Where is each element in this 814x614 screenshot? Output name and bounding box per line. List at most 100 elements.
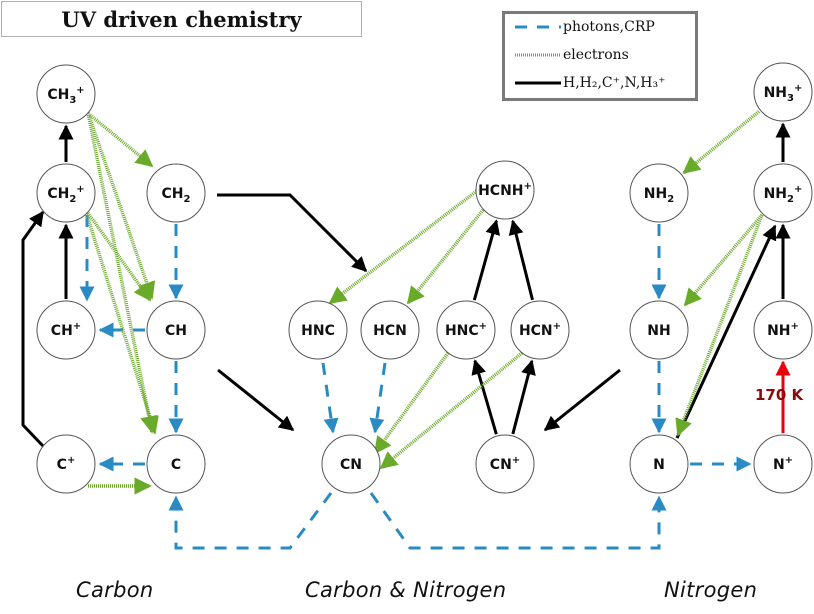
edge-dotted-hncp-to-cn	[373, 351, 450, 455]
formula-charge: +	[73, 321, 81, 332]
node-circle	[475, 160, 535, 220]
species-node-ch2: CH2	[146, 163, 206, 223]
legend: photons,CRP electrons H,H₂,C⁺,N,H₃⁺	[502, 11, 698, 101]
edge-dotted-nh2p-to-n	[675, 214, 764, 437]
species-node-ch: CH	[146, 300, 206, 360]
node-circle	[753, 434, 813, 494]
edge-dotted-ch2p-to-ch	[86, 211, 152, 302]
species-node-hnc: HNC	[288, 300, 348, 360]
node-label: CH	[165, 323, 187, 339]
node-label: CN	[340, 457, 362, 473]
legend-item-electrons: electrons	[515, 45, 629, 65]
node-label: NH2+	[764, 184, 803, 205]
node-label: CH2+	[47, 184, 84, 205]
formula-base: CH	[165, 323, 187, 339]
node-label: HNC	[301, 323, 335, 339]
species-node-cn: CN	[321, 434, 381, 494]
node-label: CH3+	[47, 85, 84, 106]
node-label: C+	[57, 455, 76, 473]
formula-base: CH	[47, 87, 69, 103]
formula-subscript: 2	[667, 194, 674, 205]
node-circle	[510, 300, 570, 360]
species-node-c: C	[146, 434, 206, 494]
species-node-nh3p: NH3+	[753, 62, 813, 122]
node-label: HCN	[373, 323, 407, 339]
legend-item-photons: photons,CRP	[515, 17, 655, 37]
species-node-n: N	[629, 434, 689, 494]
formula-charge: +	[524, 181, 532, 192]
formula-base: HCNH	[478, 183, 523, 199]
formula-base: C	[57, 457, 67, 473]
node-circle	[36, 300, 96, 360]
formula-base: NH	[767, 323, 790, 339]
node-circle	[146, 300, 206, 360]
node-circle	[629, 434, 689, 494]
edge-solid-cp-to-ch2p	[21, 210, 45, 448]
formula-subscript: 2	[69, 194, 76, 205]
node-circle	[475, 434, 535, 494]
species-node-ch3p: CH3+	[36, 64, 96, 124]
node-label: C	[171, 457, 181, 473]
node-circle	[36, 434, 96, 494]
node-circle	[629, 300, 689, 360]
edge-dotted-hcnhp-to-hcn	[406, 208, 485, 305]
node-label: HCNH+	[478, 181, 532, 199]
edge-dotted-ch2p-to-c	[85, 214, 159, 435]
node-circle	[629, 163, 689, 223]
node-label: NH	[647, 323, 670, 339]
node-label: NH2	[644, 186, 674, 205]
formula-base: NH	[764, 85, 787, 101]
edge-dotted-hcnhp-to-hnc	[328, 188, 480, 305]
edge-dashed-hnc-to-cn	[321, 362, 339, 434]
edge-solid-cnp-to-hcnp	[511, 359, 536, 435]
dotted-line-icon	[515, 53, 561, 57]
node-circle	[36, 163, 96, 223]
species-node-cp: C+	[36, 434, 96, 494]
species-node-ch2p: CH2+	[36, 163, 96, 223]
species-node-nh: NH	[629, 300, 689, 360]
node-circle	[36, 64, 96, 124]
node-circle	[436, 300, 496, 360]
node-circle	[753, 62, 813, 122]
edge-dotted-ch3p-to-c	[86, 112, 158, 434]
formula-subscript: 2	[184, 194, 191, 205]
region-label-nitrogen: Nitrogen	[664, 578, 758, 602]
formula-charge: +	[794, 184, 802, 195]
formula-charge: +	[76, 184, 84, 195]
solid-line-icon	[515, 81, 561, 85]
node-label: HCN+	[519, 321, 561, 339]
species-node-chp: CH+	[36, 300, 96, 360]
formula-base: CH	[47, 186, 69, 202]
node-circle	[288, 300, 348, 360]
node-circle	[321, 434, 381, 494]
legend-label-reactants: H,H₂,C⁺,N,H₃⁺	[563, 75, 666, 91]
formula-subscript: 2	[787, 194, 794, 205]
formula-base: N	[653, 457, 665, 473]
species-node-hcn: HCN	[360, 300, 420, 360]
formula-base: NH	[764, 186, 787, 202]
node-label: CH+	[51, 321, 81, 339]
edge-dashed-hcn-to-cn	[369, 362, 387, 434]
temperature-label: 170 K	[755, 386, 805, 404]
formula-subscript: 3	[69, 95, 76, 106]
node-circle	[753, 300, 813, 360]
edge-dotted-nh2p-to-nh	[683, 213, 764, 307]
formula-base: C	[171, 457, 181, 473]
species-node-hncp: HNC+	[436, 300, 496, 360]
formula-base: CH	[162, 186, 184, 202]
node-label: CN+	[490, 455, 520, 473]
edge-solid-hncp-to-hcnhp	[472, 219, 501, 301]
formula-subscript: 3	[787, 93, 794, 104]
node-circle	[146, 434, 206, 494]
dashed-line-icon	[515, 25, 561, 29]
node-circle	[146, 163, 206, 223]
edge-solid-cnp-to-hncp	[471, 359, 498, 435]
edge-dashed-cn-to-c	[168, 492, 333, 550]
diagram-title: UV driven chemistry	[1, 1, 362, 37]
node-circle	[753, 163, 813, 223]
node-label: N+	[773, 455, 793, 473]
formula-base: CN	[340, 457, 362, 473]
edge-dotted-ch3p-to-ch	[86, 112, 156, 300]
